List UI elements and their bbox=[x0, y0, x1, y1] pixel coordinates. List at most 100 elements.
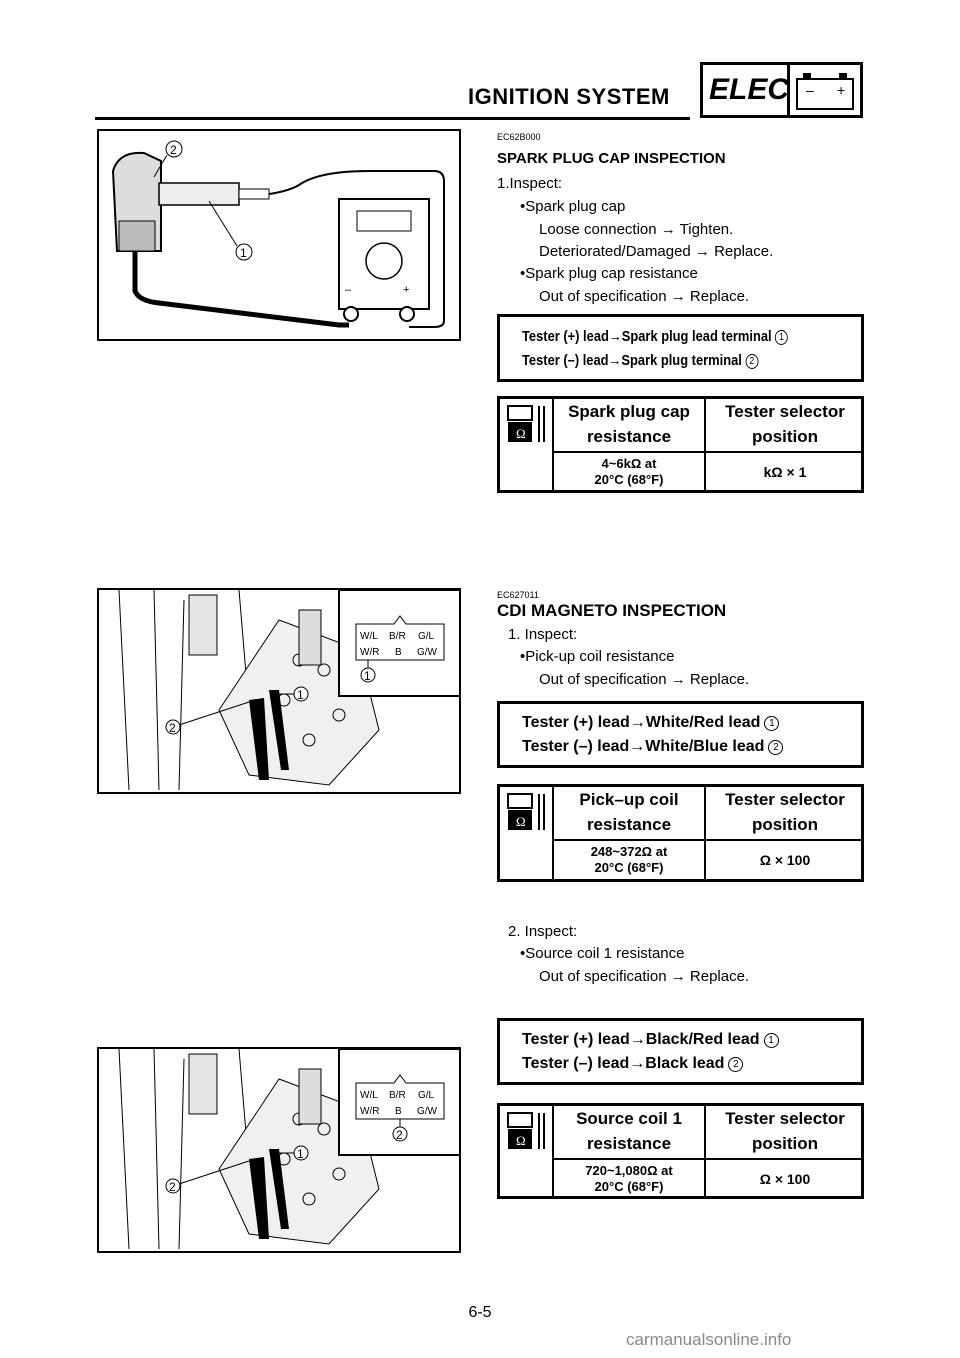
section-heading: SPARK PLUG CAP INSPECTION bbox=[497, 150, 726, 167]
selector-value: kΩ × 1 bbox=[763, 464, 807, 480]
column-header: Pick–up coil bbox=[579, 790, 679, 809]
tester-negative: Tester (–) lead→White/Blue lead bbox=[522, 738, 765, 755]
callout-1: 1 bbox=[240, 246, 247, 260]
wire-code: B/R bbox=[389, 631, 406, 642]
svg-text:Ω: Ω bbox=[516, 1133, 526, 1148]
callout-2: 2 bbox=[169, 1180, 176, 1194]
source-coil-figure: 2 1 1 2 W/L B/R G/L W/R B G/W bbox=[97, 1047, 461, 1253]
connector-diagram: 2 1 W/L B/R G/L W/R B G/W bbox=[354, 615, 446, 683]
circled-number: 2 bbox=[728, 1057, 744, 1072]
column-header: position bbox=[751, 1134, 819, 1153]
wire-code: W/R bbox=[360, 647, 379, 658]
spec-value: 20°C (68°F) bbox=[594, 1179, 664, 1194]
step-text: 1. Inspect: bbox=[508, 626, 578, 643]
pickup-coil-illustration: 2 1 bbox=[118, 590, 459, 791]
svg-text:Ω: Ω bbox=[516, 426, 526, 441]
wire-code: G/W bbox=[417, 1106, 438, 1117]
spec-table: Ω Pick–up coil resistance Tester selecto… bbox=[497, 784, 864, 882]
callout-1: 1 bbox=[297, 1147, 304, 1161]
callout-2: 2 bbox=[169, 721, 176, 735]
page-header-title: IGNITION SYSTEM bbox=[468, 84, 670, 109]
section-heading: CDI MAGNETO INSPECTION bbox=[497, 601, 727, 620]
column-header: Spark plug cap bbox=[568, 402, 690, 421]
wire-code: B/R bbox=[389, 1090, 406, 1101]
selector-value: Ω × 100 bbox=[759, 1171, 811, 1187]
wire-code: W/L bbox=[360, 1090, 378, 1101]
circled-number: 1 bbox=[764, 716, 780, 731]
connector-diagram: 1 2 W/L B/R G/L W/R B G/W bbox=[354, 1074, 446, 1142]
column-header: position bbox=[751, 427, 819, 446]
meter-minus: – bbox=[345, 284, 352, 296]
column-header: Tester selector bbox=[725, 1109, 845, 1128]
column-header: resistance bbox=[586, 815, 672, 834]
wire-code: G/W bbox=[417, 647, 438, 658]
column-header: Source coil 1 bbox=[576, 1109, 682, 1128]
step-text: 1.Inspect: bbox=[497, 175, 563, 192]
spark-plug-cap-illustration: – + 2 1 bbox=[111, 140, 445, 328]
spec-table: Ω Source coil 1 resistance Tester select… bbox=[497, 1103, 864, 1199]
spec-value: 248~372Ω at bbox=[590, 844, 668, 859]
tester-negative: Tester (–) lead→Black lead bbox=[522, 1055, 725, 1072]
wire-code: G/L bbox=[418, 1090, 435, 1101]
pickup-coil-figure: 2 1 2 1 W/L B/R G/L W/R B G/W bbox=[97, 588, 461, 794]
battery-icon: – + bbox=[796, 73, 854, 110]
multimeter-icon: Ω bbox=[507, 793, 545, 830]
multimeter-icon: Ω bbox=[507, 405, 545, 442]
list-item: •Pick-up coil resistance bbox=[520, 648, 675, 665]
list-item: Out of specification → Replace. bbox=[539, 288, 750, 305]
column-header: position bbox=[751, 815, 819, 834]
circled-number: 1 bbox=[763, 1033, 779, 1048]
spark-plug-cap-figure: – + 2 1 bbox=[97, 129, 461, 341]
callout-1: 1 bbox=[297, 688, 304, 702]
page-number: 6-5 bbox=[468, 1304, 492, 1321]
connector-callout-2: 2 bbox=[396, 1128, 403, 1142]
spec-value: 20°C (68°F) bbox=[594, 472, 664, 487]
circled-number: 2 bbox=[745, 354, 759, 369]
list-item: Loose connection → Tighten. bbox=[539, 221, 734, 238]
list-item: Out of specification → Replace. bbox=[539, 968, 750, 985]
spec-value: 4~6kΩ at bbox=[601, 456, 657, 471]
column-header: resistance bbox=[586, 427, 672, 446]
step-text: 2. Inspect: bbox=[508, 923, 578, 940]
column-header: Tester selector bbox=[725, 790, 845, 809]
tester-connection-box: Tester (+) lead→Spark plug lead terminal… bbox=[497, 314, 864, 382]
section-code: EC62B000 bbox=[497, 132, 541, 142]
callout-2: 2 bbox=[170, 143, 177, 157]
circled-number: 1 bbox=[775, 330, 788, 345]
svg-text:Ω: Ω bbox=[516, 814, 526, 829]
section-code: EC627011 bbox=[497, 590, 539, 600]
spec-value: 20°C (68°F) bbox=[594, 860, 664, 875]
tester-positive: Tester (+) lead→White/Red lead bbox=[522, 714, 761, 731]
battery-minus-label: – bbox=[806, 82, 814, 98]
list-item: Out of specification → Replace. bbox=[539, 671, 750, 688]
wire-code: W/L bbox=[360, 631, 378, 642]
wire-code: B bbox=[395, 1106, 402, 1117]
wire-code: B bbox=[395, 647, 402, 658]
meter-plus: + bbox=[403, 284, 409, 296]
battery-plus-label: + bbox=[837, 82, 845, 98]
connector-callout-1: 1 bbox=[364, 669, 371, 683]
spec-value: 720~1,080Ω at bbox=[585, 1163, 673, 1178]
list-item: •Spark plug cap bbox=[520, 198, 626, 215]
multimeter-icon: Ω bbox=[507, 1112, 545, 1149]
circled-number: 2 bbox=[768, 740, 784, 755]
tester-negative: Tester (–) lead→Spark plug terminal bbox=[522, 352, 742, 369]
header-rule bbox=[95, 117, 690, 120]
badge-divider bbox=[787, 65, 790, 115]
section-badge-label: ELEC bbox=[709, 73, 790, 106]
section-badge: ELEC – + bbox=[700, 62, 863, 118]
tester-positive: Tester (+) lead→Spark plug lead terminal bbox=[522, 328, 772, 345]
list-item: •Source coil 1 resistance bbox=[520, 945, 685, 962]
selector-value: Ω × 100 bbox=[759, 852, 811, 868]
column-header: Tester selector bbox=[725, 402, 845, 421]
wire-code: G/L bbox=[418, 631, 435, 642]
column-header: resistance bbox=[586, 1134, 672, 1153]
watermark: carmanualsonline.info bbox=[626, 1330, 792, 1349]
tester-positive: Tester (+) lead→Black/Red lead bbox=[522, 1031, 760, 1048]
list-item: •Spark plug cap resistance bbox=[520, 265, 698, 282]
wire-code: W/R bbox=[360, 1106, 379, 1117]
spec-table: Ω Spark plug cap resistance Tester selec… bbox=[497, 396, 864, 493]
list-item: Deteriorated/Damaged → Replace. bbox=[539, 243, 774, 260]
